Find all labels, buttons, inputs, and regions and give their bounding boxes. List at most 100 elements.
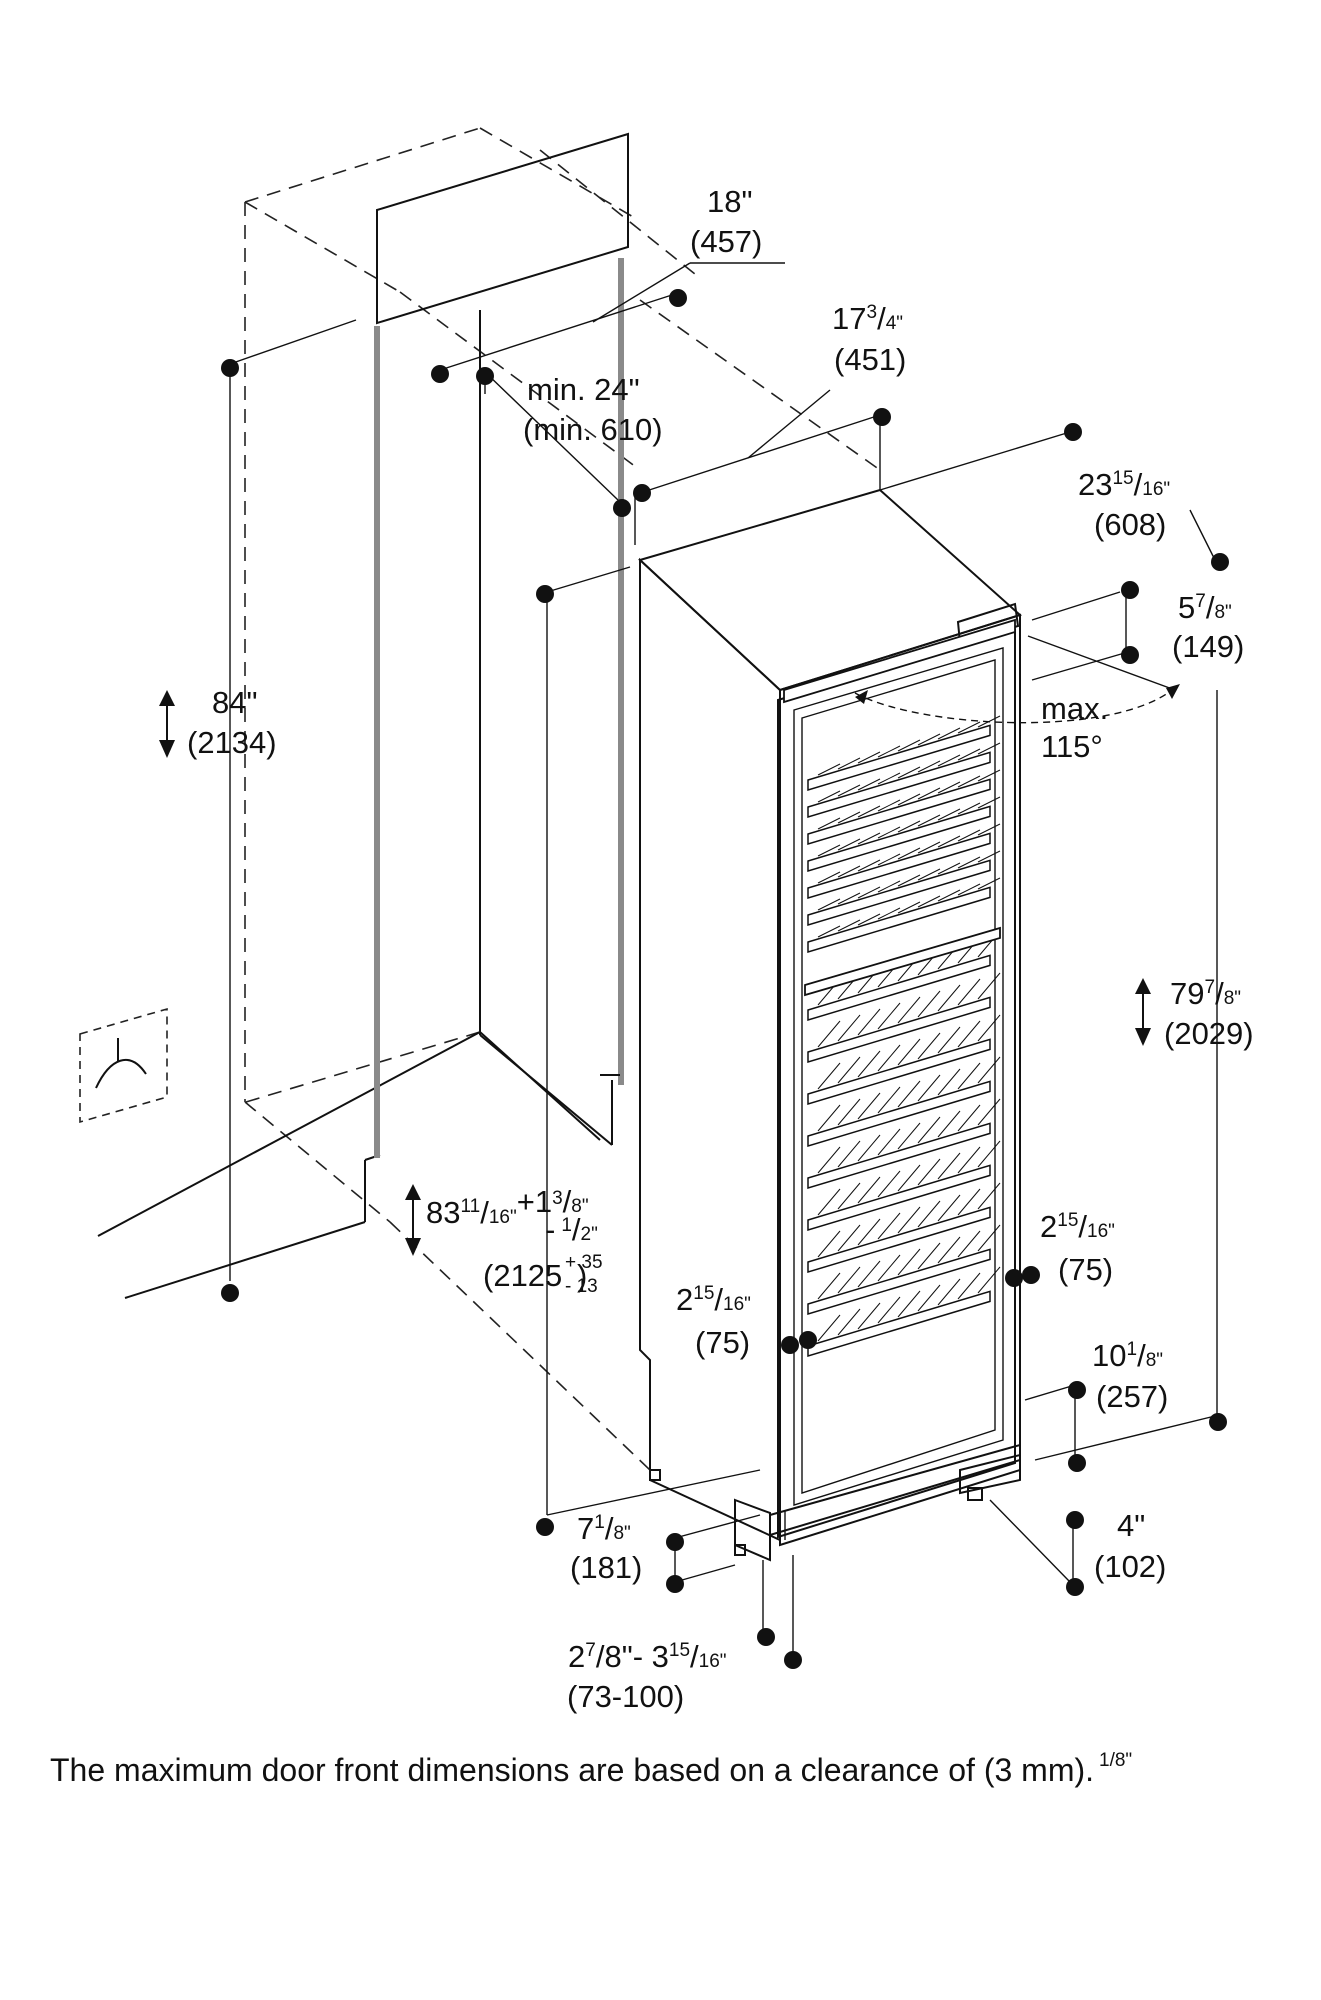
svg-text:8311/16"+13/8": 8311/16"+13/8" — [426, 1184, 589, 1230]
bottle-line — [917, 895, 941, 908]
label-plinth-7-1-8: 71/8" (181) — [570, 1511, 642, 1585]
double-arrow-icon — [405, 1184, 421, 1256]
bottle-line — [837, 892, 861, 905]
bottle-line — [877, 1002, 901, 1030]
lower-shelf — [807, 954, 991, 1022]
label-84-metric: (2134) — [187, 725, 277, 760]
bottle-line — [857, 1260, 881, 1288]
bottle-line — [897, 1080, 921, 1108]
bottle-line — [957, 748, 981, 761]
bottle-line — [917, 1200, 941, 1228]
upper-cabinet-box — [376, 132, 629, 1035]
bottle-line — [817, 817, 841, 830]
label-side-left-metric: (75) — [695, 1325, 750, 1360]
numerator: 15 — [1112, 468, 1133, 489]
whole: 17 — [832, 301, 866, 336]
bottle-line — [977, 1182, 1001, 1210]
bottle-line — [877, 1254, 901, 1282]
bottle-line — [937, 862, 961, 875]
bottle-line — [957, 1104, 981, 1132]
bottle-line — [877, 1128, 901, 1156]
numerator: 11 — [460, 1196, 480, 1217]
bottle-line — [877, 1170, 901, 1198]
whole-1: 2 — [568, 1639, 585, 1674]
bottle-line — [837, 1140, 861, 1168]
swing-arrow-icon — [855, 684, 1180, 704]
bottle-line — [977, 1014, 1001, 1042]
bottle-line — [937, 1068, 961, 1096]
bottle-line — [857, 832, 881, 845]
bottle-line — [837, 811, 861, 824]
bottle-line — [957, 1146, 981, 1174]
footnote-text: The maximum door front dimensions are ba… — [50, 1752, 1095, 1788]
denominator-2: 16" — [699, 1651, 727, 1672]
whole: 5 — [1178, 590, 1195, 625]
label-depth-23-15-16: 2315/16" (608) — [1078, 467, 1170, 542]
bottle-line — [837, 1224, 861, 1252]
lower-shelf — [807, 1122, 991, 1190]
bottle-line — [937, 1194, 961, 1222]
label-24-imperial: min. 24" — [527, 372, 640, 407]
bottle-line — [977, 1140, 1001, 1168]
bottle-line — [957, 1062, 981, 1090]
bottle-line — [837, 919, 861, 932]
bottle-line — [817, 1062, 841, 1090]
denominator: 16" — [1087, 1221, 1115, 1242]
bottle-line — [937, 754, 961, 767]
upper-shelf — [807, 751, 991, 819]
label-24-metric: (min. 610) — [523, 412, 663, 447]
bottle-line — [977, 823, 1001, 836]
bottle-line — [897, 847, 921, 860]
cooler-side — [639, 557, 781, 1542]
bottle-line — [857, 1092, 881, 1120]
bottle-line — [837, 1098, 861, 1126]
bottle-line — [917, 841, 941, 854]
label-angle-value: 115° — [1041, 729, 1103, 764]
svg-text:71/8": 71/8" — [577, 1511, 631, 1546]
svg-text:173/4": 173/4" — [832, 301, 903, 336]
bottle-line — [837, 1182, 861, 1210]
bottle-line — [957, 1020, 981, 1048]
svg-text:(2125: (2125 — [483, 1258, 562, 1293]
label-side-left-2-15-16: 215/16" (75) — [676, 1282, 751, 1360]
dimension-dots — [221, 289, 1229, 1669]
bottle-line — [917, 990, 941, 1018]
bottle-line — [897, 1206, 921, 1234]
bottle-line — [817, 763, 841, 776]
bottle-line — [897, 1248, 921, 1276]
bottle-line — [857, 778, 881, 791]
label-4-metric: (102) — [1094, 1549, 1166, 1584]
bottle-line — [917, 787, 941, 800]
bottle-line — [977, 742, 1001, 755]
bottle-line — [897, 996, 921, 1024]
bottle-line — [857, 1218, 881, 1246]
label-toe-4: 4" (102) — [1094, 1508, 1166, 1584]
glass-panel — [793, 647, 1004, 1506]
whole: 79 — [1170, 976, 1204, 1011]
bottle-line — [917, 868, 941, 881]
bottle-line — [897, 901, 921, 914]
numerator-1: 7 — [585, 1640, 596, 1661]
bottle-line — [897, 1038, 921, 1066]
label-18-imperial: 18" — [707, 184, 753, 219]
label-side-right-2-15-16: 215/16" (75) — [1040, 1209, 1115, 1287]
svg-text:-1/2": -1/2" — [545, 1212, 598, 1247]
bottle-line — [857, 1134, 881, 1162]
metric-close: ) — [577, 1258, 587, 1293]
lower-shelf — [807, 1206, 991, 1274]
bottle-line — [977, 972, 1001, 1000]
bottle-line — [857, 1302, 881, 1330]
denominator: 8" — [1146, 1350, 1163, 1371]
bottle-line — [957, 829, 981, 842]
whole: 2 — [676, 1282, 693, 1317]
numerator: 15 — [1057, 1210, 1078, 1231]
dimension-lines — [229, 262, 1218, 1655]
denominator: 16" — [489, 1207, 517, 1228]
label-7-metric: (181) — [570, 1550, 642, 1585]
bottle-line — [877, 799, 901, 812]
bottle-line — [937, 808, 961, 821]
denominator: 8" — [1224, 988, 1241, 1009]
bottle-line — [957, 775, 981, 788]
denominator: 16" — [723, 1294, 751, 1315]
bottle-line — [957, 1230, 981, 1258]
